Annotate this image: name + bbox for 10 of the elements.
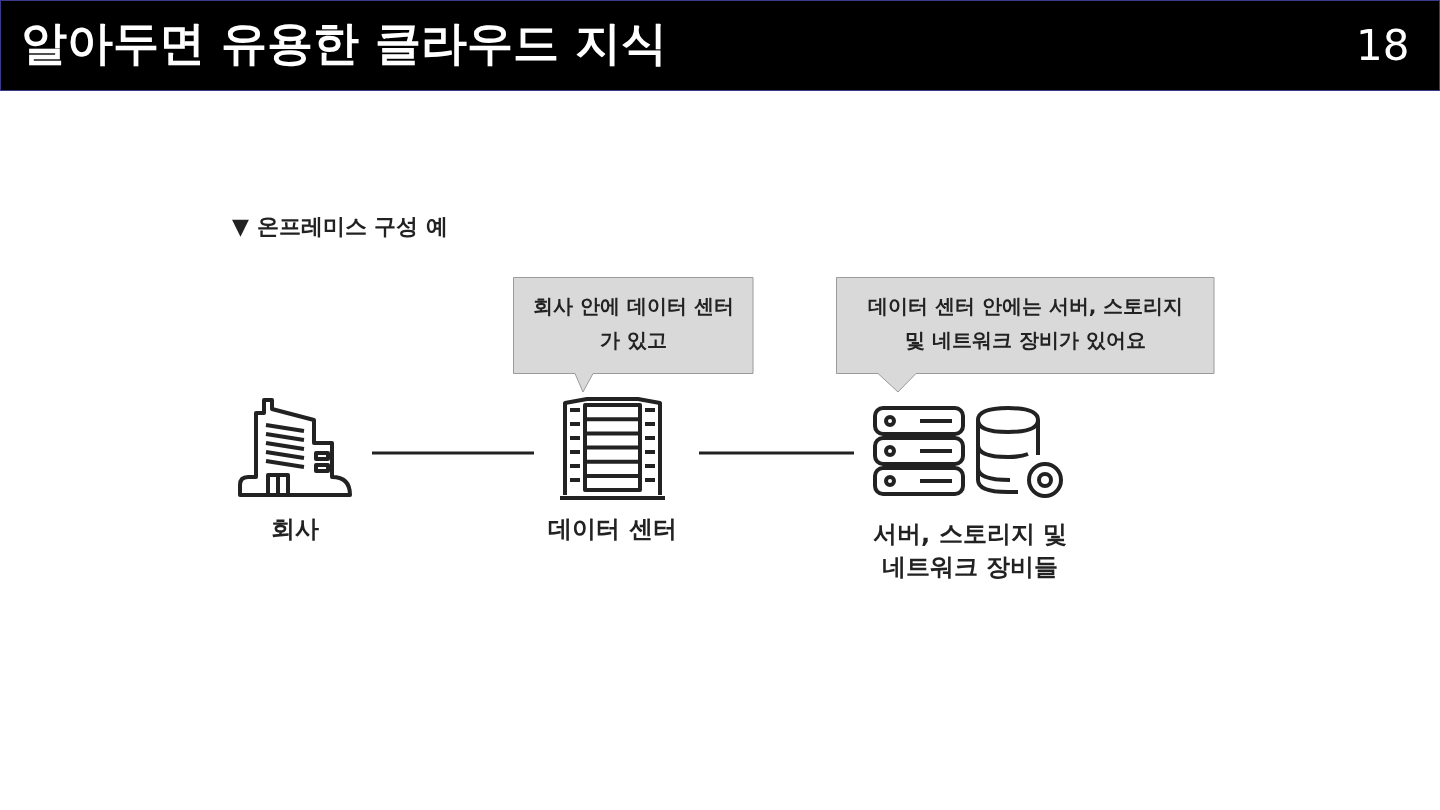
page-number: 18 bbox=[1356, 22, 1410, 70]
speech-bubble: 데이터 센터 안에는 서버, 스토리지 및 네트워크 장비가 있어요 bbox=[836, 277, 1215, 393]
connector-line bbox=[699, 451, 854, 455]
node-label: 서버, 스토리지 및 네트워크 장비들 bbox=[872, 519, 1068, 583]
node-label: 회사 bbox=[270, 514, 320, 545]
connector-line bbox=[372, 451, 534, 455]
speech-bubble: 회사 안에 데이터 센터가 있고 bbox=[513, 277, 754, 393]
figure-caption: ▼ 온프레미스 구성 예 bbox=[232, 213, 448, 241]
title: 알아두면 유용한 클라우드 지식 bbox=[21, 15, 668, 71]
node-label: 데이터 센터 bbox=[547, 514, 678, 545]
